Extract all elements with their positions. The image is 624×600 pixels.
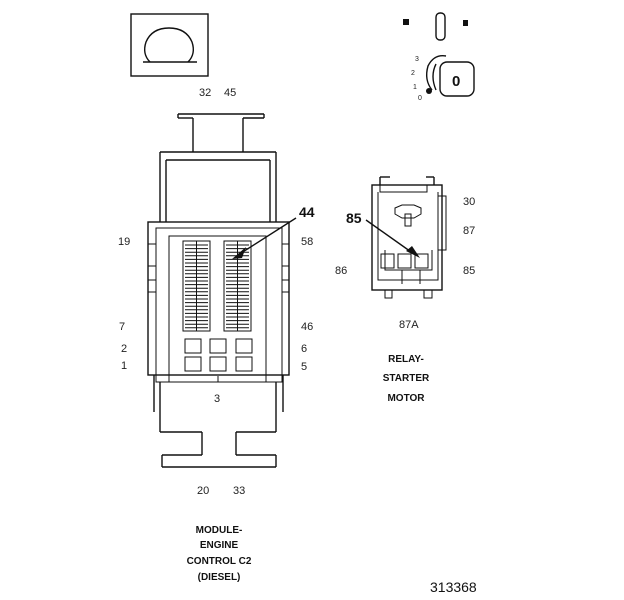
key-position-2: 2 [411,70,415,77]
relay-pin-label-86: 86 [335,265,347,277]
module-caption-line-1: MODULE- [196,525,243,536]
pin-label-33: 33 [233,485,245,497]
module-connector [147,113,297,468]
callout-85: 85 [346,210,362,226]
key-position-0: 0 [418,95,422,102]
module-caption: MODULE- ENGINE CONTROL C2 (DIESEL) [187,525,252,583]
pin-label-1: 1 [121,360,127,372]
relay-pin-label-30: 30 [463,196,475,208]
relay-pin-label-85: 85 [463,265,475,277]
pin-label-32: 32 [199,87,211,99]
pin-label-2: 2 [121,343,127,355]
pin-label-45: 45 [224,87,236,99]
pin-label-3: 3 [214,393,220,405]
relay-caption-line-3: MOTOR [387,393,425,404]
module-caption-line-2: ENGINE [200,540,239,551]
pin-label-5: 5 [301,361,307,373]
relay-caption-line-2: STARTER [383,373,430,384]
relay-pin-label-87: 87 [463,225,475,237]
key-label: 0 [452,73,460,90]
pin-label-58: 58 [301,236,313,248]
relay-pin-label-87a: 87A [399,319,419,331]
module-caption-line-4: (DIESEL) [198,572,241,583]
module-caption-line-3: CONTROL C2 [187,556,252,567]
figure-id: 313368 [430,579,477,595]
key-position-3: 3 [415,56,419,63]
ground-symbol-icon [130,13,209,77]
pin-label-46: 46 [301,321,313,333]
key-position-1: 1 [413,84,417,91]
pin-label-19: 19 [118,236,130,248]
pin-label-20: 20 [197,485,209,497]
ignition-switch-icon [403,12,475,97]
pin-label-7: 7 [119,321,125,333]
pin-label-6: 6 [301,343,307,355]
callout-44: 44 [299,204,315,220]
relay-caption-line-1: RELAY- [388,354,424,365]
relay-connector [365,176,447,299]
relay-caption: RELAY- STARTER MOTOR [383,354,430,404]
